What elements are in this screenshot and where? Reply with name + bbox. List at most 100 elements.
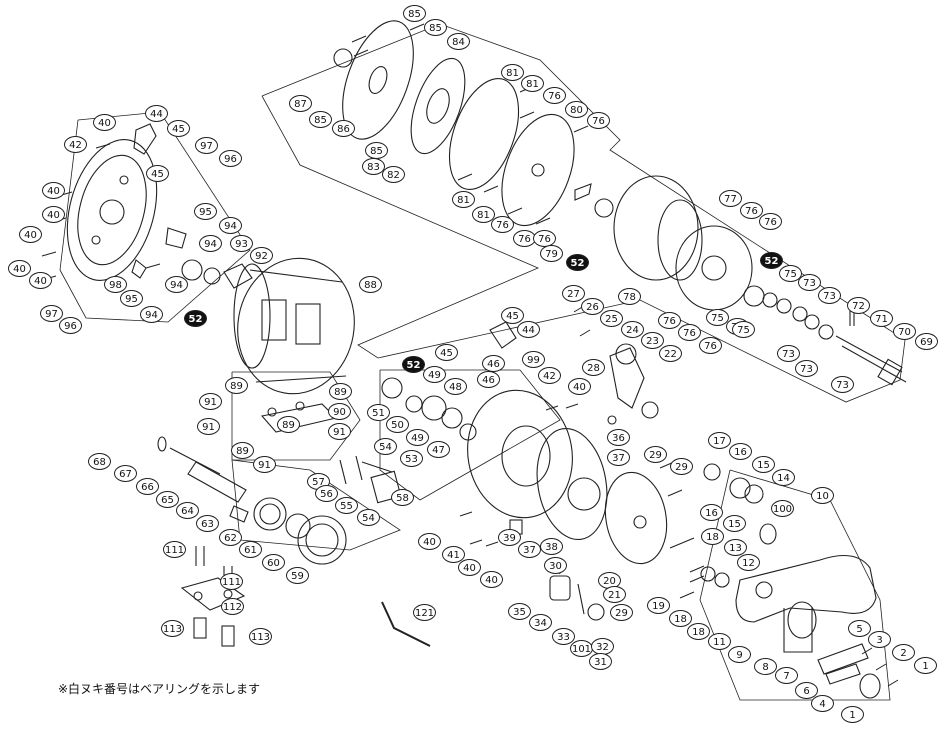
part-callout-96: 96 (59, 317, 82, 334)
part-callout-94: 94 (199, 235, 222, 252)
part-callout-11: 11 (708, 633, 731, 650)
part-callout-19: 19 (647, 597, 670, 614)
part-callout-86: 86 (332, 120, 355, 137)
part-callout-48: 48 (444, 378, 467, 395)
part-callout-51: 51 (367, 404, 390, 421)
part-callout-76: 76 (491, 216, 514, 233)
part-callout-45: 45 (435, 344, 458, 361)
part-callout-45: 45 (146, 165, 169, 182)
part-callout-54: 54 (357, 509, 380, 526)
part-callout-69: 69 (915, 333, 938, 350)
part-callout-16: 16 (700, 504, 723, 521)
part-callout-52: 52 (566, 254, 589, 271)
part-callout-85: 85 (309, 111, 332, 128)
part-callout-73: 73 (831, 376, 854, 393)
part-callout-95: 95 (120, 290, 143, 307)
part-callout-10: 10 (811, 487, 834, 504)
part-callout-113: 113 (161, 620, 184, 637)
part-callout-91: 91 (199, 393, 222, 410)
star-drag (604, 463, 777, 565)
part-callout-99: 99 (522, 351, 545, 368)
part-callout-84: 84 (447, 33, 470, 50)
part-callout-71: 71 (870, 310, 893, 327)
clutch-assembly (339, 377, 477, 504)
part-callout-34: 34 (529, 614, 552, 631)
part-callout-113: 113 (249, 628, 272, 645)
bearing-footnote: ※白ヌキ番号はベアリングを示します (58, 682, 261, 696)
part-callout-28: 28 (582, 359, 605, 376)
part-callout-94: 94 (165, 276, 188, 293)
part-callout-92: 92 (250, 247, 273, 264)
part-callout-45: 45 (501, 307, 524, 324)
part-callout-68: 68 (88, 453, 111, 470)
part-callout-16: 16 (729, 443, 752, 460)
part-callout-98: 98 (104, 276, 127, 293)
part-callout-37: 37 (518, 541, 541, 558)
part-callout-79: 79 (540, 245, 563, 262)
part-callout-76: 76 (740, 202, 763, 219)
part-callout-90: 90 (328, 403, 351, 420)
part-callout-44: 44 (145, 105, 168, 122)
part-callout-101: 101 (570, 640, 593, 657)
part-callout-60: 60 (262, 554, 285, 571)
part-callout-17: 17 (708, 432, 731, 449)
part-callout-112: 112 (221, 598, 244, 615)
part-callout-13: 13 (724, 539, 747, 556)
part-callout-5: 5 (848, 620, 871, 637)
part-callout-73: 73 (798, 274, 821, 291)
part-callout-4: 4 (811, 695, 834, 712)
part-callout-62: 62 (219, 529, 242, 546)
part-callout-82: 82 (382, 166, 405, 183)
part-callout-80: 80 (565, 101, 588, 118)
part-callout-39: 39 (498, 529, 521, 546)
part-callout-61: 61 (239, 541, 262, 558)
part-callout-76: 76 (678, 324, 701, 341)
left-side-plate (66, 123, 253, 289)
part-callout-35: 35 (508, 603, 531, 620)
part-callout-15: 15 (752, 456, 775, 473)
part-callout-46: 46 (482, 355, 505, 372)
part-callout-63: 63 (196, 515, 219, 532)
part-callout-111: 111 (220, 573, 243, 590)
part-callout-40: 40 (480, 571, 503, 588)
part-callout-3: 3 (868, 631, 891, 648)
part-callout-81: 81 (521, 75, 544, 92)
part-callout-54: 54 (374, 438, 397, 455)
part-callout-85: 85 (403, 5, 426, 22)
part-callout-78: 78 (618, 288, 641, 305)
part-callout-70: 70 (893, 323, 916, 340)
part-callout-96: 96 (219, 150, 242, 167)
part-callout-1: 1 (841, 706, 864, 723)
part-callout-33: 33 (552, 628, 575, 645)
part-callout-58: 58 (391, 489, 414, 506)
part-callout-20: 20 (598, 572, 621, 589)
part-callout-18: 18 (687, 623, 710, 640)
part-callout-91: 91 (328, 423, 351, 440)
part-callout-31: 31 (589, 653, 612, 670)
part-callout-46: 46 (477, 371, 500, 388)
part-callout-56: 56 (315, 485, 338, 502)
part-callout-89: 89 (329, 383, 352, 400)
part-callout-14: 14 (772, 469, 795, 486)
part-callout-75: 75 (732, 321, 755, 338)
part-callout-8: 8 (754, 658, 777, 675)
part-callout-49: 49 (423, 366, 446, 383)
part-callout-29: 29 (610, 604, 633, 621)
part-callout-6: 6 (795, 682, 818, 699)
part-callout-76: 76 (587, 112, 610, 129)
part-callout-53: 53 (400, 450, 423, 467)
part-callout-76: 76 (759, 213, 782, 230)
part-callout-44: 44 (517, 321, 540, 338)
part-callout-40: 40 (8, 260, 31, 277)
part-callout-1: 1 (914, 657, 937, 674)
part-callout-52: 52 (184, 310, 207, 327)
part-callout-77: 77 (719, 190, 742, 207)
part-callout-97: 97 (195, 137, 218, 154)
part-callout-76: 76 (658, 312, 681, 329)
part-callout-75: 75 (779, 265, 802, 282)
part-callout-76: 76 (699, 337, 722, 354)
part-callout-97: 97 (40, 305, 63, 322)
part-callout-47: 47 (427, 441, 450, 458)
